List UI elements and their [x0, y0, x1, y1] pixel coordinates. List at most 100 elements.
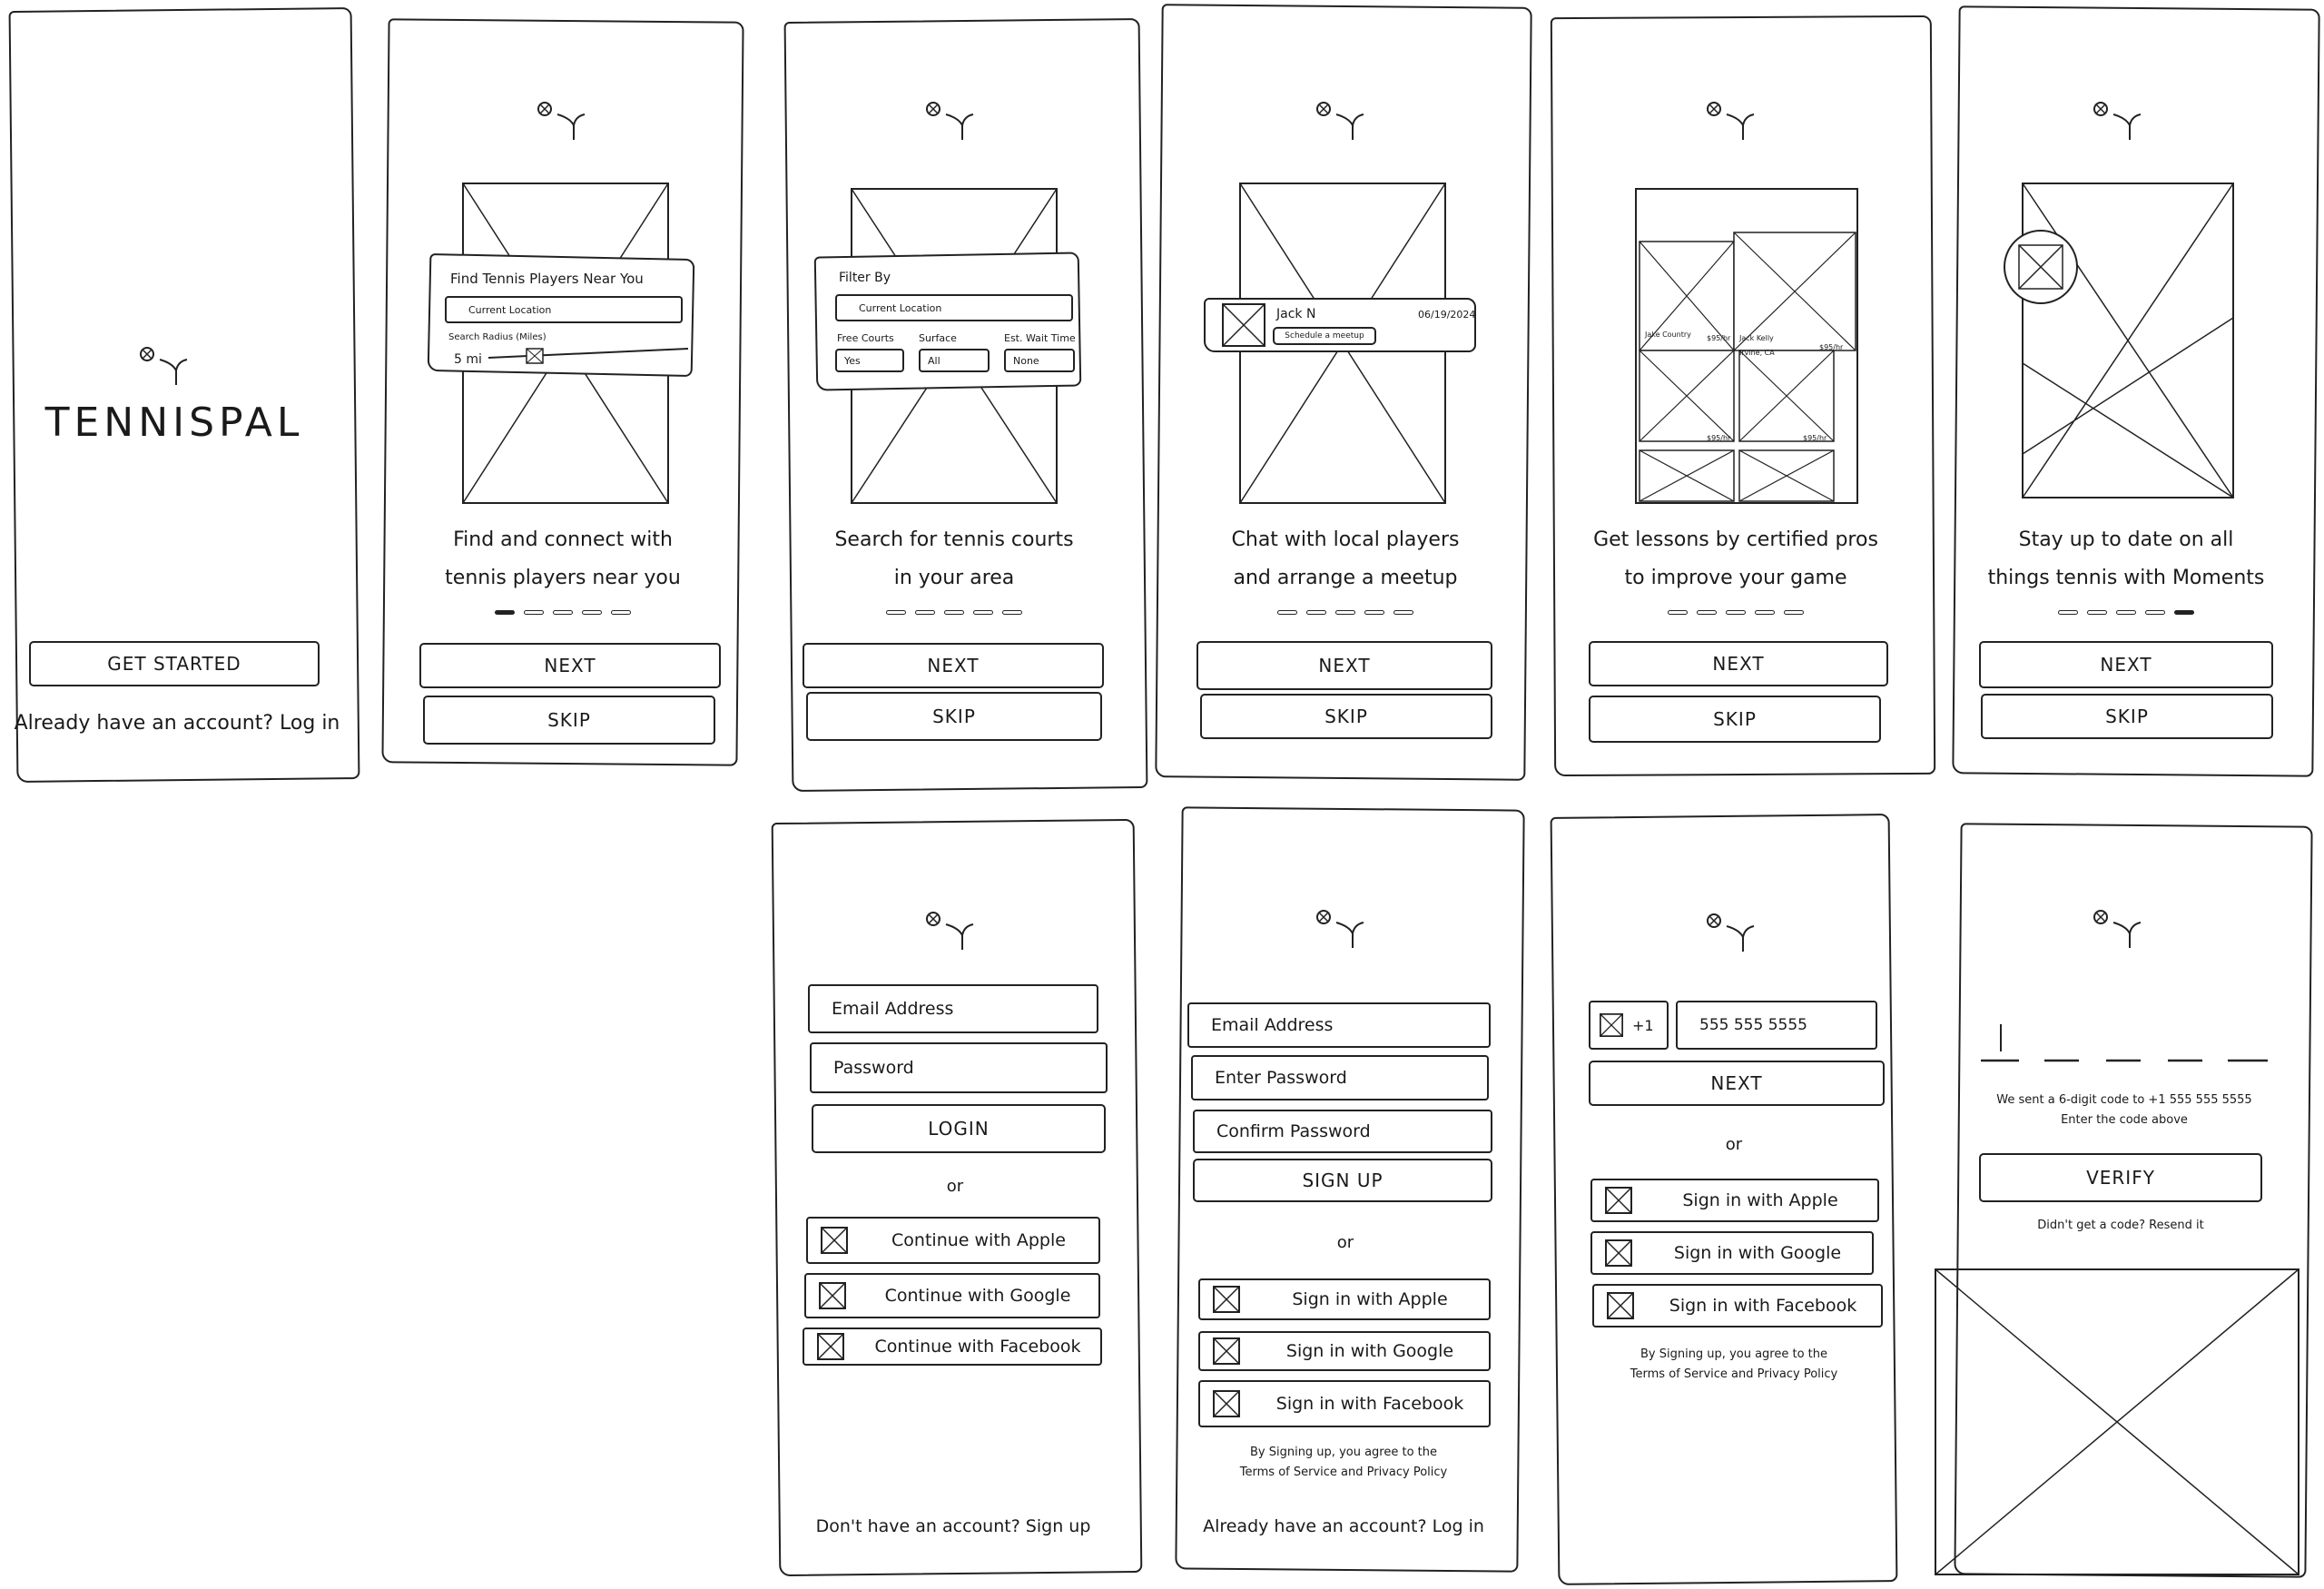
- continue-apple-button[interactable]: Continue with Apple: [806, 1217, 1100, 1264]
- skip-button[interactable]: SKIP: [1200, 694, 1492, 739]
- confirm-password-input[interactable]: Confirm Password: [1193, 1110, 1492, 1153]
- signup-email-input[interactable]: Email Address: [1187, 1002, 1491, 1048]
- password-input[interactable]: Password: [810, 1042, 1108, 1093]
- continue-facebook-button[interactable]: Continue with Facebook: [803, 1327, 1102, 1366]
- tennis-ball-logo-icon: [537, 102, 586, 140]
- avatar-placeholder: [1222, 303, 1265, 347]
- verify-button[interactable]: VERIFY: [1979, 1153, 2262, 1202]
- heading-line1: Chat with local players: [1231, 528, 1460, 551]
- page-indicator: [886, 610, 1022, 615]
- or-divider: or: [946, 1177, 964, 1196]
- surface-select[interactable]: All: [919, 349, 990, 372]
- pro1-price: $95/hr: [1707, 334, 1731, 342]
- code-sent-message: We sent a 6-digit code to +1 555 555 555…: [1996, 1093, 2252, 1107]
- apple-icon: [821, 1227, 848, 1254]
- free-courts-label: Free Courts: [837, 332, 894, 344]
- facebook-label: Continue with Facebook: [874, 1337, 1081, 1357]
- wait-time-select[interactable]: None: [1004, 349, 1075, 372]
- google-icon: [819, 1282, 846, 1309]
- next-button[interactable]: NEXT: [1589, 641, 1888, 686]
- skip-button[interactable]: SKIP: [806, 692, 1102, 741]
- login-link[interactable]: Already have an account? Log in: [1203, 1516, 1484, 1536]
- pro2-name: Jack Kelly: [1739, 334, 1774, 342]
- facebook-icon: [817, 1333, 844, 1360]
- skip-button[interactable]: SKIP: [1981, 694, 2273, 739]
- code-instructions: Enter the code above: [2061, 1113, 2188, 1127]
- tennis-ball-logo-icon: [140, 347, 188, 385]
- moments-image-placeholder: [2022, 183, 2234, 498]
- terms-link[interactable]: Terms of Service and Privacy Policy: [1239, 1466, 1448, 1479]
- page-indicator: [1277, 610, 1413, 615]
- tennis-ball-logo-icon: [926, 102, 974, 140]
- next-button[interactable]: NEXT: [419, 643, 721, 688]
- surface-label: Surface: [919, 332, 957, 344]
- email-input[interactable]: Email Address: [808, 984, 1098, 1033]
- tennis-ball-logo-icon: [2093, 910, 2142, 948]
- skip-button[interactable]: SKIP: [1589, 696, 1881, 743]
- heading-line2: things tennis with Moments: [1987, 567, 2265, 589]
- google-icon: [1605, 1239, 1632, 1267]
- signup-password-input[interactable]: Enter Password: [1191, 1055, 1489, 1100]
- tennis-ball-logo-icon: [1316, 910, 1364, 948]
- filter-title: Filter By: [839, 271, 891, 285]
- signin-facebook-button[interactable]: Sign in with Facebook: [1592, 1284, 1883, 1327]
- terms-line1: By Signing up, you agree to the: [1640, 1347, 1828, 1361]
- apple-icon: [1605, 1187, 1632, 1214]
- signup-link[interactable]: Don't have an account? Sign up: [815, 1516, 1091, 1536]
- google-icon: [1213, 1337, 1240, 1365]
- location-input[interactable]: Current Location: [445, 296, 683, 323]
- tennis-ball-logo-icon: [1707, 102, 1755, 140]
- next-button[interactable]: NEXT: [1979, 641, 2273, 688]
- signup-button[interactable]: SIGN UP: [1193, 1159, 1492, 1202]
- moment-avatar-placeholder: [2004, 230, 2078, 304]
- next-button[interactable]: NEXT: [1196, 641, 1492, 690]
- apple-label: Continue with Apple: [891, 1230, 1066, 1250]
- continue-google-button[interactable]: Continue with Google: [804, 1273, 1100, 1318]
- country-flag-icon: [1600, 1013, 1623, 1037]
- radius-slider[interactable]: [487, 345, 689, 367]
- signin-google-button[interactable]: Sign in with Google: [1590, 1231, 1874, 1275]
- tennis-ball-logo-icon: [1707, 913, 1755, 952]
- page-indicator: [1668, 610, 1804, 615]
- heading-line1: Search for tennis courts: [834, 528, 1074, 551]
- next-button[interactable]: NEXT: [803, 643, 1104, 688]
- tennis-ball-logo-icon: [1316, 102, 1364, 140]
- terms-line1: By Signing up, you agree to the: [1249, 1446, 1438, 1459]
- lessons-grid-placeholder: [1635, 188, 1858, 504]
- free-courts-select[interactable]: Yes: [835, 349, 904, 372]
- get-started-button[interactable]: GET STARTED: [29, 641, 320, 686]
- phone-number-input[interactable]: 555 555 5555: [1676, 1001, 1877, 1050]
- heading-line2: and arrange a meetup: [1233, 567, 1458, 589]
- code-input-slots[interactable]: [1981, 1021, 2268, 1064]
- signin-google-button[interactable]: Sign in with Google: [1198, 1331, 1491, 1371]
- heading-line1: Get lessons by certified pros: [1593, 528, 1878, 551]
- country-code-select[interactable]: +1: [1589, 1001, 1669, 1050]
- skip-button[interactable]: SKIP: [423, 696, 715, 745]
- login-link[interactable]: Already have an account? Log in: [14, 712, 340, 735]
- facebook-icon: [1213, 1390, 1240, 1417]
- signin-apple-button[interactable]: Sign in with Apple: [1590, 1179, 1879, 1222]
- pro4-price: $95/hr: [1803, 434, 1827, 442]
- radius-value: 5 mi: [454, 352, 482, 367]
- pro2-location: Irvine, CA: [1739, 349, 1775, 357]
- or-divider: or: [1725, 1135, 1743, 1154]
- phone-next-button[interactable]: NEXT: [1589, 1061, 1885, 1106]
- facebook-label: Sign in with Facebook: [1275, 1394, 1464, 1414]
- signin-facebook-button[interactable]: Sign in with Facebook: [1198, 1380, 1491, 1427]
- google-label: Continue with Google: [884, 1286, 1071, 1306]
- facebook-icon: [1607, 1292, 1634, 1319]
- login-button[interactable]: LOGIN: [812, 1104, 1106, 1153]
- signin-apple-button[interactable]: Sign in with Apple: [1198, 1278, 1491, 1320]
- resend-code-link[interactable]: Didn't get a code? Resend it: [2037, 1219, 2204, 1232]
- chat-name: Jack N: [1276, 307, 1316, 321]
- or-divider: or: [1336, 1233, 1354, 1252]
- tennis-ball-logo-icon: [926, 912, 974, 950]
- schedule-meetup-button[interactable]: Schedule a meetup: [1273, 327, 1376, 345]
- page-indicator: [2058, 610, 2194, 615]
- heading-line2: in your area: [893, 567, 1015, 589]
- court-location-input[interactable]: Current Location: [835, 294, 1073, 321]
- facebook-label: Sign in with Facebook: [1669, 1296, 1857, 1316]
- chat-date: 06/19/2024: [1418, 309, 1476, 321]
- terms-link[interactable]: Terms of Service and Privacy Policy: [1630, 1367, 1838, 1381]
- google-label: Sign in with Google: [1285, 1341, 1454, 1361]
